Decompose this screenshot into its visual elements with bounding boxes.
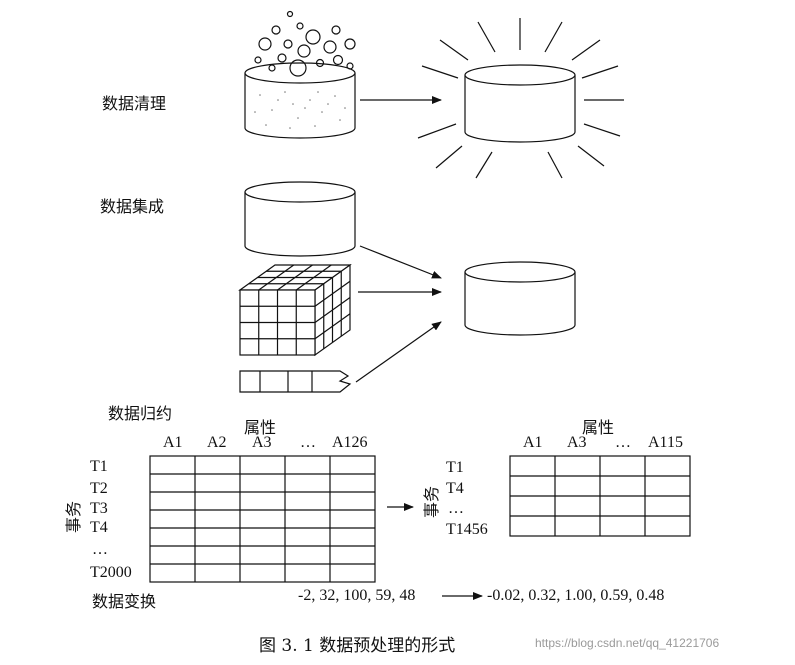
- right-row-t4: T4: [446, 480, 464, 497]
- data-cube: [238, 263, 352, 357]
- left-row-t2: T2: [90, 480, 108, 497]
- left-col-a126: A126: [332, 434, 368, 451]
- integration-arrow-3: [355, 321, 442, 383]
- cleaning-label: 数据清理: [102, 94, 167, 113]
- transformation-output: -0.02, 0.32, 1.00, 0.59, 0.48: [487, 587, 665, 604]
- right-row-t1456: T1456: [446, 521, 488, 538]
- dirty-data-cylinder: [244, 62, 356, 139]
- watermark: https://blog.csdn.net/qq_41221706: [535, 636, 720, 650]
- right-col-a115: A115: [648, 434, 683, 451]
- right-row-axis: 事务: [422, 485, 442, 519]
- right-row-ellipsis: …: [448, 500, 464, 517]
- left-col-a2: A2: [207, 434, 227, 451]
- transformation-label: 数据变换: [92, 592, 157, 611]
- left-col-a1: A1: [163, 434, 183, 451]
- right-table-header: 属性: [582, 418, 615, 437]
- transformation-input: -2, 32, 100, 59, 48: [298, 587, 416, 604]
- integrated-cylinder: [464, 261, 576, 336]
- source-cylinder: [244, 181, 356, 257]
- left-row-t2000: T2000: [90, 564, 132, 581]
- left-row-ellipsis: …: [92, 541, 108, 558]
- right-row-t1: T1: [446, 459, 464, 476]
- left-attribute-table: [149, 455, 376, 583]
- bubbles: [254, 10, 356, 77]
- left-row-t3: T3: [90, 500, 108, 517]
- right-attribute-table: [509, 455, 691, 537]
- integration-label: 数据集成: [100, 197, 165, 216]
- right-col-ellipsis: …: [615, 434, 631, 451]
- dirty-speckles: [254, 91, 346, 129]
- left-col-a3: A3: [252, 434, 272, 451]
- clean-data-cylinder: [464, 64, 576, 143]
- left-table-header: 属性: [244, 418, 277, 437]
- left-row-t1: T1: [90, 458, 108, 475]
- right-col-a1: A1: [523, 434, 543, 451]
- integration-arrow-1: [359, 245, 442, 279]
- right-col-a3: A3: [567, 434, 587, 451]
- flat-file-strip: [239, 370, 352, 393]
- reduction-label: 数据归约: [108, 404, 173, 423]
- left-row-t4: T4: [90, 519, 108, 536]
- left-col-ellipsis: …: [300, 434, 316, 451]
- shine-rays: [417, 18, 624, 179]
- left-row-axis: 事务: [64, 500, 84, 534]
- figure-caption: 图 3. 1 数据预处理的形式: [259, 636, 456, 656]
